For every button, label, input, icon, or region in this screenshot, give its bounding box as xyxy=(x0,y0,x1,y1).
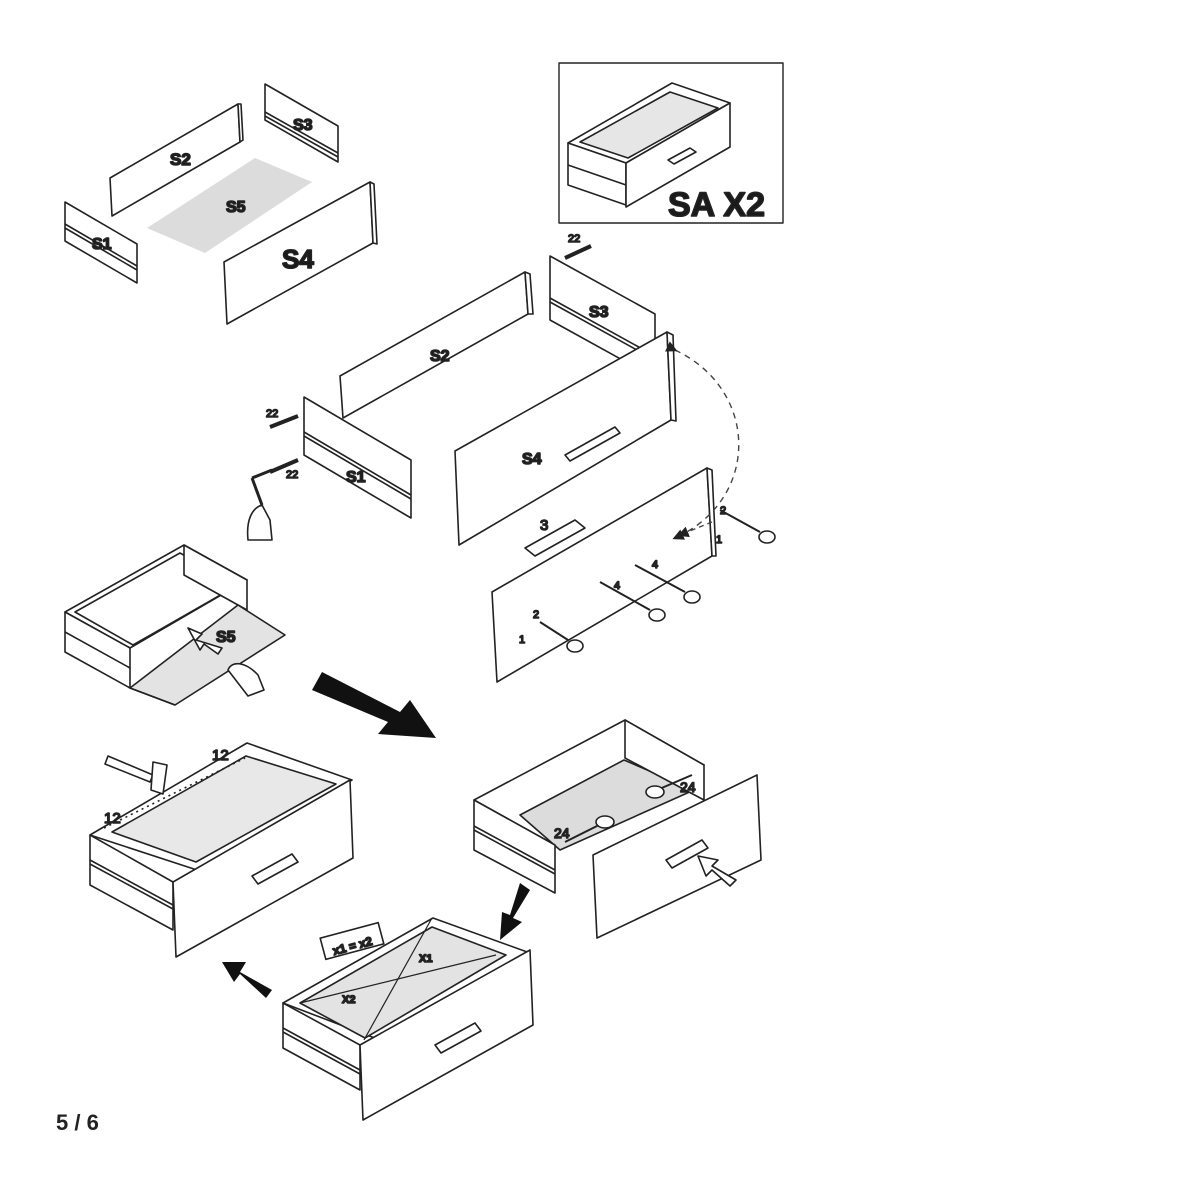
callout-4-b: 4 xyxy=(652,559,658,571)
callout-22-top: 22 xyxy=(568,233,580,245)
screwdriver-icon xyxy=(539,509,776,653)
kit-label: SA X2 xyxy=(668,186,765,224)
panel-s2-part xyxy=(109,103,244,217)
label-s4-assembly: S4 xyxy=(522,451,542,468)
label-s5-insert: S5 xyxy=(216,629,236,646)
callout-22-left-a: 22 xyxy=(266,408,278,420)
step-arrow-left xyxy=(222,962,272,998)
label-s3-overview: S3 xyxy=(293,117,313,134)
label-s5-overview: S5 xyxy=(226,199,246,216)
step-diagonal-check xyxy=(282,917,534,1121)
panel-s4-rotated xyxy=(491,467,717,683)
push-arrow-icon xyxy=(697,855,737,887)
panel-s2-assembly xyxy=(339,271,534,419)
screw-22-left-a xyxy=(269,414,299,429)
push-arrow-icon xyxy=(187,627,223,655)
parts-overview: S2 S3 S5 S1 S4 xyxy=(64,83,378,325)
step-nail-back xyxy=(89,742,354,958)
diagonal-x1: X1 xyxy=(419,953,432,965)
step-insert-bottom xyxy=(64,544,286,706)
callout-12-b: 12 xyxy=(104,810,121,827)
label-s2-assembly: S2 xyxy=(430,348,450,365)
callout-1-a: 1 xyxy=(519,634,525,646)
handle xyxy=(524,519,586,557)
label-s2-overview: S2 xyxy=(170,150,191,169)
callout-4-a: 4 xyxy=(614,580,620,592)
callout-handle-3: 3 xyxy=(540,517,548,534)
callout-1-b: 1 xyxy=(716,534,722,546)
label-s1-overview: S1 xyxy=(92,236,112,253)
callout-12-a: 12 xyxy=(212,747,229,764)
label-s1-assembly: S1 xyxy=(346,469,366,486)
hand-icon xyxy=(227,662,265,697)
page-number: 5 / 6 xyxy=(56,1110,99,1135)
exploded-assembly: S3 S2 S1 S4 xyxy=(246,232,776,683)
callout-24-b: 24 xyxy=(680,779,696,795)
panel-s3-part xyxy=(264,83,339,163)
callout-22-left-b: 22 xyxy=(286,469,298,481)
screw-22-top xyxy=(564,244,592,260)
hammer-icon xyxy=(104,755,168,795)
screw-22-left-b xyxy=(269,458,299,474)
panel-s5-part xyxy=(147,158,312,253)
label-s4-overview: S4 xyxy=(282,244,314,274)
callout-2-b: 2 xyxy=(720,505,726,517)
panel-s4-part xyxy=(223,181,378,325)
step-arrow-down-left xyxy=(500,883,530,940)
rotate-arrow xyxy=(665,341,740,540)
callout-24-a: 24 xyxy=(554,825,570,841)
step-attach-front xyxy=(473,719,762,939)
label-s3-assembly: S3 xyxy=(589,304,609,321)
panel-s1-part xyxy=(64,201,138,284)
step-arrow-big xyxy=(312,672,436,738)
panel-s1-assembly xyxy=(303,396,412,519)
kit-inset xyxy=(558,62,784,224)
diagonal-x2: X2 xyxy=(342,994,355,1006)
hand-hexkey-icon xyxy=(246,468,273,541)
callout-2-a: 2 xyxy=(533,609,539,621)
